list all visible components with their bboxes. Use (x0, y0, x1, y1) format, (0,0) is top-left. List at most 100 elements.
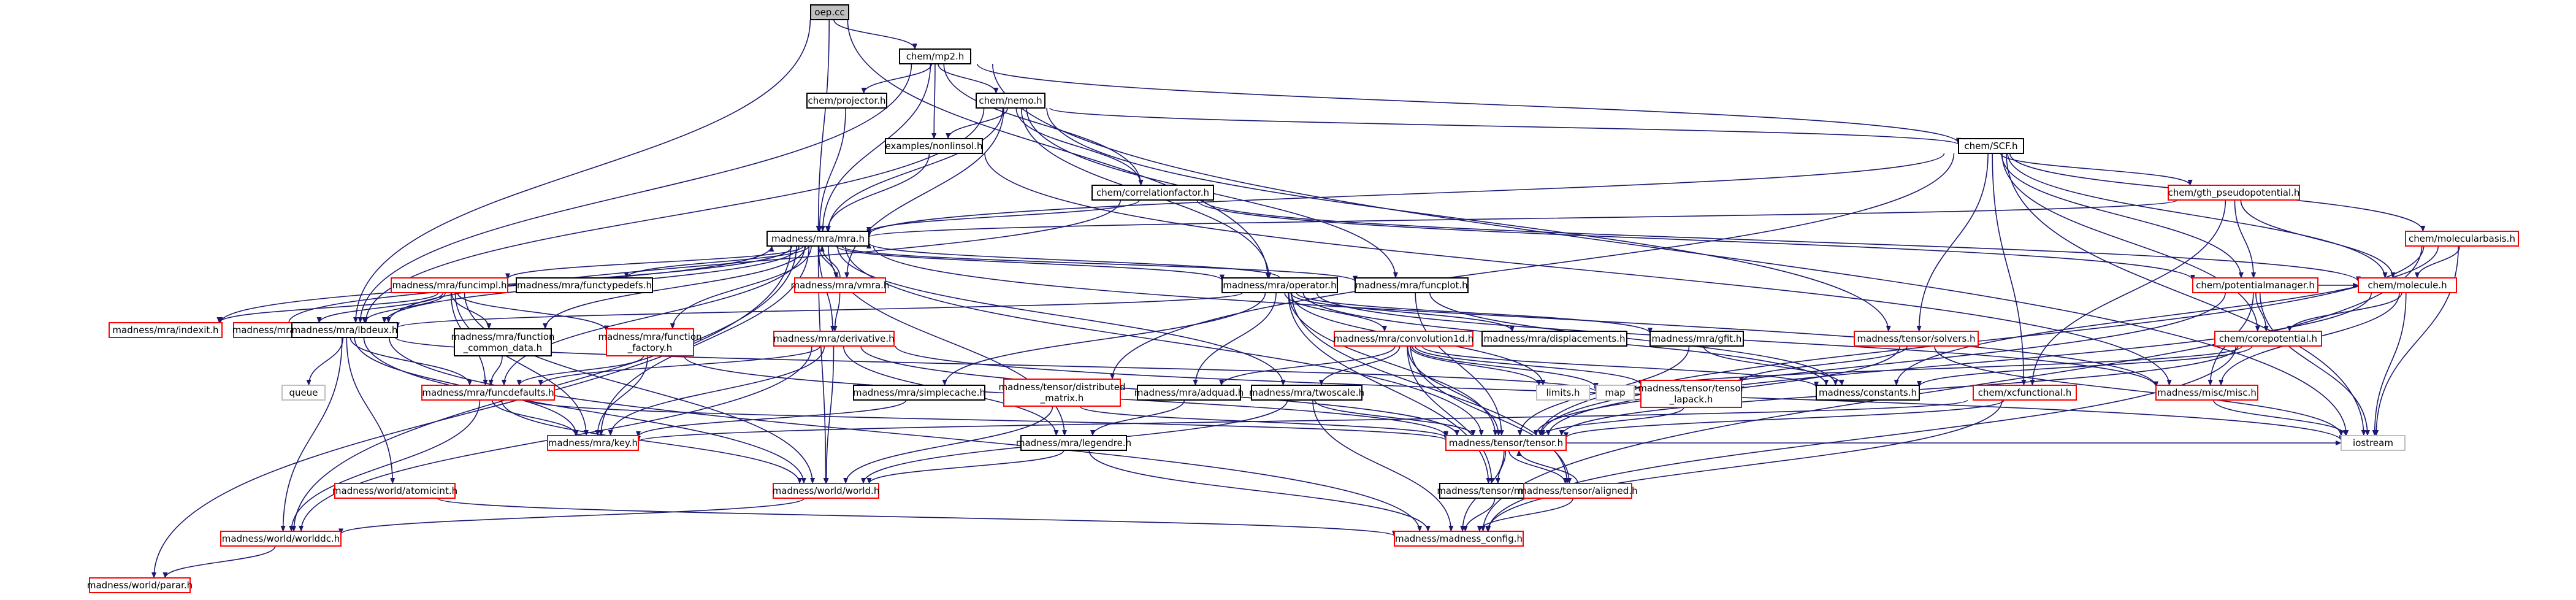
node-mp2[interactable]: chem/mp2.h (899, 48, 971, 64)
node-aligned[interactable]: madness/tensor/aligned.h (1518, 483, 1638, 499)
node-operator[interactable]: madness/mra/operator.h (1221, 277, 1338, 293)
edge-aligned-to-config (1477, 498, 1574, 532)
node-legendre[interactable]: madness/mra/legendre.h (1016, 435, 1131, 451)
node-label: oep.cc (814, 7, 844, 18)
node-nemo[interactable]: chem/nemo.h (976, 93, 1045, 109)
node-distmatrix[interactable]: madness/tensor/distributed_matrix.h (999, 379, 1126, 407)
edge-adquad-to-legendre (1090, 399, 1185, 436)
node-parar[interactable]: madness/world/parar.h (87, 577, 193, 593)
node-label: madness/tensor/tensor (1638, 383, 1745, 394)
node-box (2214, 331, 2322, 347)
node-tensor[interactable]: madness/tensor/tensor.h (1445, 435, 1567, 451)
node-box (1481, 331, 1627, 347)
edge-nemo-to-mra (826, 107, 1004, 232)
node-constants[interactable]: madness/constants.h (1816, 385, 1920, 401)
node-label: chem/mp2.h (906, 51, 965, 62)
node-atomicint[interactable]: madness/world/atomicint.h (332, 483, 457, 499)
node-ffactory[interactable]: madness/mra/function_factory.h (598, 328, 702, 356)
edge-legendre-to-config (1088, 450, 1431, 532)
node-key[interactable]: madness/mra/key.h (547, 435, 639, 451)
node-gthpseudo[interactable]: chem/gth_pseudopotential.h (2168, 185, 2300, 201)
node-label: madness/misc/misc.h (2157, 387, 2257, 398)
edge-potmgr-to-tensor (1538, 292, 2226, 436)
edge-conv1d-to-tensor (1407, 345, 1501, 436)
edge-xcfunctional-to-config (1485, 399, 2003, 532)
node-molecule[interactable]: chem/molecule.h (2358, 277, 2457, 293)
node-world[interactable]: madness/world/world.h (773, 483, 880, 499)
node-lbdeux[interactable]: madness/mra/lbdeux.h (291, 322, 398, 338)
node-label: chem/molecule.h (2368, 280, 2447, 291)
edge-mp2-to-SCF (977, 63, 1961, 144)
node-label: madness/world/atomicint.h (332, 485, 457, 496)
node-indexit[interactable]: madness/mra/indexit.h (109, 322, 223, 338)
node-twoscale[interactable]: madness/mra/twoscale.h (1249, 385, 1364, 401)
edge-atomicint-to-config (437, 498, 1397, 537)
node-funcplot[interactable]: madness/mra/funcplot.h (1355, 277, 1469, 293)
node-label: chem/molecularbasis.h (2409, 233, 2515, 244)
edge-SCF-to-gthpseudo (2000, 153, 2193, 186)
node-SCF[interactable]: chem/SCF.h (1958, 138, 2024, 154)
node-projector[interactable]: chem/projector.h (806, 93, 887, 109)
node-fcd[interactable]: madness/mra/function_common_data.h (451, 328, 555, 356)
node-worlddc[interactable]: madness/world/worlddc.h (220, 531, 342, 547)
node-label: madness/world/parar.h (87, 580, 193, 591)
edge-gthpseudo-to-potmgr (2234, 199, 2257, 279)
node-functypedefs[interactable]: madness/mra/functypedefs.h (516, 277, 653, 293)
edge-nemo-to-corrfac (1015, 107, 1144, 186)
node-box (2192, 277, 2318, 293)
node-mra[interactable]: madness/mra/mra.h (766, 231, 869, 247)
node-conv1d[interactable]: madness/mra/convolution1d.h (1334, 331, 1474, 347)
edge-solvers-to-iostream (1934, 345, 2344, 437)
node-adquad[interactable]: madness/mra/adquad.h (1134, 385, 1244, 401)
edge-SCF-to-xcfunctional (1992, 153, 2027, 386)
node-xcfunctional[interactable]: chem/xcfunctional.h (1973, 385, 2077, 401)
node-box (2168, 185, 2300, 201)
edge-mra-to-fcd (543, 245, 806, 329)
node-box (281, 385, 326, 401)
node-label: madness/mra/gfit.h (1652, 333, 1742, 344)
edge-mra-to-vmra (818, 245, 839, 279)
node-box (773, 331, 895, 347)
node-box (853, 385, 985, 401)
node-derivative[interactable]: madness/mra/derivative.h (773, 331, 895, 347)
node-gfit[interactable]: madness/mra/gfit.h (1649, 331, 1744, 347)
node-box (1958, 138, 2024, 154)
edge-operator-to-simplecache (942, 292, 1266, 386)
edge-mra-to-ffactory (670, 245, 812, 329)
node-corepot[interactable]: chem/corepotential.h (2214, 331, 2322, 347)
node-nonlinsol[interactable]: examples/nonlinsol.h (885, 138, 983, 154)
node-config[interactable]: madness/madness_config.h (1394, 531, 1524, 547)
edge-molbasis-to-iostream (2374, 245, 2459, 436)
node-potmgr[interactable]: chem/potentialmanager.h (2192, 277, 2318, 293)
edge-ffactory-to-funcdefaults (516, 355, 644, 386)
node-funcimpl[interactable]: madness/mra/funcimpl.h (391, 277, 508, 293)
edge-mra-to-misc (873, 245, 2158, 388)
node-misc[interactable]: madness/misc/misc.h (2155, 385, 2258, 401)
edge-SCF-to-distmatrix (1110, 153, 1955, 380)
node-box (1091, 185, 1214, 201)
node-queue: queue (281, 385, 326, 401)
node-corrfac[interactable]: chem/correlationfactor.h (1091, 185, 1214, 201)
node-oep[interactable]: oep.cc (810, 4, 849, 20)
node-box (1355, 277, 1469, 293)
node-box (2155, 385, 2258, 401)
edge-operator-to-mra (866, 242, 1280, 279)
edge-funcimpl-to-ffactory (457, 292, 609, 332)
node-vmra[interactable]: madness/mra/vmra.h (791, 277, 890, 293)
edge-conv1d-to-map (1412, 345, 1599, 389)
node-label: madness/mra/adquad.h (1134, 387, 1244, 398)
edge-molecule-to-corepot (2287, 292, 2402, 332)
node-lapack[interactable]: madness/tensor/tensor_lapack.h (1638, 380, 1745, 408)
node-box (454, 328, 552, 356)
node-label: chem/SCF.h (1964, 140, 2017, 152)
edge-worlddc-to-parar (162, 545, 276, 579)
node-solvers[interactable]: madness/tensor/solvers.h (1854, 331, 1979, 347)
edge-world-to-worlddc (338, 498, 805, 535)
node-displacements[interactable]: madness/mra/displacements.h (1481, 331, 1627, 347)
node-funcdefaults[interactable]: madness/mra/funcdefaults.h (421, 385, 555, 401)
node-molbasis[interactable]: chem/molecularbasis.h (2405, 231, 2519, 247)
node-simplecache[interactable]: madness/mra/simplecache.h (853, 385, 985, 401)
node-box (606, 328, 694, 356)
edge-gthpseudo-to-xcfunctional (2030, 199, 2226, 386)
node-box (2341, 435, 2406, 451)
